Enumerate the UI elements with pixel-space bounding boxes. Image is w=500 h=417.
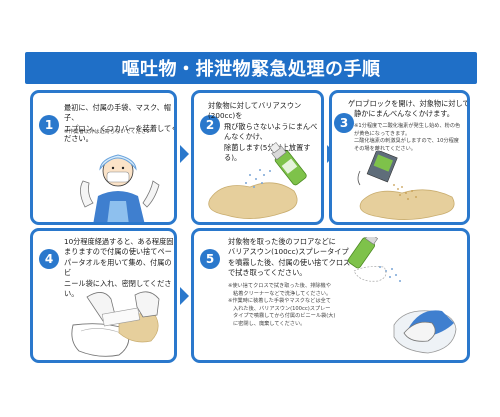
page-title: 嘔吐物・排泄物緊急処理の手順	[121, 59, 381, 80]
step-4-text: 10分程度経過すると、ある程度固 まりますので付属の使い捨てペー パータオルを用…	[64, 237, 174, 300]
step-3-note-line: 二酸化塩素の刺激臭がしますので、10分程度	[354, 138, 459, 145]
step-3-note-line: ※1分程度で二酸化塩素が発生し始め、粉の色	[354, 123, 461, 129]
step-2-line: 除菌します(5分以上放置する)。	[224, 142, 311, 163]
step-3-note: ※1分程度で二酸化塩素が発生し始め、粉の色 が黄色になってきます。 二酸化塩素の…	[354, 123, 467, 153]
step-5-text: 対象物を取った後のフロアなどに バリアスウン(100cc)スプレータイプ を噴霧…	[228, 237, 368, 279]
arrow-4-to-5	[180, 287, 189, 305]
step-4-line: 10分程度経過すると、ある程度固	[64, 237, 174, 246]
step-2-text: 対象物に対してバリアスウン(200cc)を 飛び散らさないようにまんべんなくかけ…	[208, 101, 321, 164]
step-1-note: ※作業者以外は近寄らないでください	[64, 129, 174, 137]
step-5-line: を噴霧した後、付属の使い捨てクロス	[228, 257, 351, 267]
step-5-card: 5 対象物を取った後のフロアなどに バリアスウン(100cc)スプレータイプ を…	[191, 228, 470, 363]
step-1-text: 最初に、付属の手袋、マスク、帽子、 エプロン、くつカバーを装着してください。	[64, 103, 177, 145]
step-3-number: 3	[334, 113, 354, 133]
step-5-note-line: ※使い捨てクロスで拭き取った後、排除機や	[228, 283, 331, 289]
step-3-note-line: その場を離れてください。	[354, 145, 416, 152]
bagging-hands-icon	[71, 291, 160, 357]
step-3-line: ゲロブロックを開け、対象物に対して	[348, 99, 470, 108]
step-5-number: 5	[200, 249, 220, 269]
step-1-line: 最初に、付属の手袋、マスク、帽子、	[64, 103, 171, 123]
step-1-line: エプロン、くつカバーを装着してください。	[64, 123, 177, 144]
wiping-cloth-icon	[347, 237, 457, 354]
step-4-line: パータオルを用いて集め、付属のビ	[64, 257, 172, 278]
step-4-number: 4	[39, 249, 59, 269]
step-3-text: ゲロブロックを開け、対象物に対して 静かにまんべんなくかけます。	[348, 99, 470, 120]
step-5-note-line: 入れた後、バリアスウン(100cc)スプレー	[233, 305, 331, 312]
step-1-number: 1	[39, 115, 59, 135]
step-1-note-line: ※作業者以外は近寄らないでください	[64, 129, 152, 135]
step-3-line: 静かにまんべんなくかけます。	[354, 109, 454, 119]
step-5-line: 対象物を取った後のフロアなどに	[228, 237, 336, 246]
step-5-note-line: タイプで噴霧してから付属のビニール袋(大)	[233, 313, 336, 320]
step-4-line: まりますので付属の使い捨てペー	[64, 247, 172, 257]
title-bar: 嘔吐物・排泄物緊急処理の手順	[25, 52, 477, 84]
step-5-line: で拭き取ってください。	[228, 268, 307, 278]
step-5-note-line: 粘着クリーナーなどで洗浄してください。	[233, 290, 332, 297]
step-5-note: ※使い捨てクロスで拭き取った後、排除機や 粘着クリーナーなどで洗浄してください。…	[228, 283, 348, 328]
step-2-line: 対象物に対してバリアスウン(200cc)を	[208, 101, 302, 121]
step-1-card: 1 最初に、付属の手袋、マスク、帽子、 エプロン、くつカバーを装着してください。…	[30, 90, 177, 225]
step-4-card: 4 10分程度経過すると、ある程度固 まりますので付属の使い捨てペー パータオル…	[30, 228, 177, 363]
step-2-card: 2 対象物に対してバリアスウン(200cc)を 飛び散らさないようにまんべんなく…	[191, 90, 324, 225]
worker-with-mask-icon	[80, 154, 160, 222]
powder-packet-icon	[357, 151, 455, 220]
step-2-number: 2	[200, 115, 220, 135]
step-3-card: 3 ゲロブロックを開け、対象物に対して 静かにまんべんなくかけます。 ※1分程度…	[329, 90, 470, 225]
step-3-note-line: が黄色になってきます。	[354, 130, 411, 137]
step-4-line: ニール袋に入れ、密閉してください。	[64, 278, 172, 299]
step-5-note-line: に密閉し、廃棄してください。	[233, 320, 306, 327]
step-5-line: バリアスウン(100cc)スプレータイプ	[228, 247, 349, 257]
step-2-line: 飛び散らさないようにまんべんなくかけ、	[224, 121, 318, 142]
step-5-note-line: ※作業時に装着した手袋やマスクなどは全て	[228, 298, 331, 305]
arrow-1-to-2	[180, 145, 189, 163]
spray-bottle-icon	[208, 142, 307, 219]
